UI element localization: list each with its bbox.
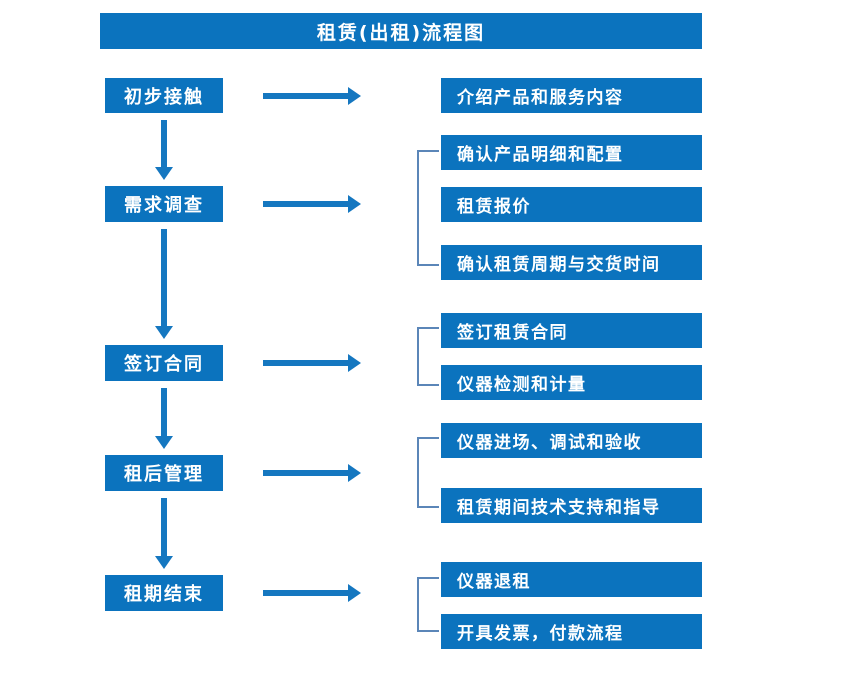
vertical-arrow-4 xyxy=(153,498,175,569)
detail-box-2[interactable]: 确认产品明细和配置 xyxy=(441,135,702,170)
stage-box-1[interactable]: 初步接触 xyxy=(105,78,223,113)
horizontal-arrow-2 xyxy=(263,193,361,215)
stage-box-2[interactable]: 需求调查 xyxy=(105,186,223,222)
diagram-title: 租赁(出租)流程图 xyxy=(100,13,702,49)
vertical-arrow-1 xyxy=(153,120,175,180)
detail-box-1[interactable]: 介绍产品和服务内容 xyxy=(441,78,702,113)
group-bracket-contract xyxy=(417,327,439,386)
horizontal-arrow-5 xyxy=(263,582,361,604)
vertical-arrow-2 xyxy=(153,229,175,339)
group-bracket-termination xyxy=(417,577,439,632)
detail-box-9[interactable]: 仪器退租 xyxy=(441,562,702,597)
horizontal-arrow-3 xyxy=(263,352,361,374)
vertical-arrow-3 xyxy=(153,388,175,449)
group-bracket-management xyxy=(417,437,439,508)
detail-box-3[interactable]: 租赁报价 xyxy=(441,187,702,222)
detail-box-7[interactable]: 仪器进场、调试和验收 xyxy=(441,423,702,458)
stage-box-5[interactable]: 租期结束 xyxy=(105,575,223,611)
horizontal-arrow-1 xyxy=(263,85,361,107)
detail-box-8[interactable]: 租赁期间技术支持和指导 xyxy=(441,488,702,523)
detail-box-6[interactable]: 仪器检测和计量 xyxy=(441,365,702,400)
detail-box-10[interactable]: 开具发票，付款流程 xyxy=(441,614,702,649)
horizontal-arrow-4 xyxy=(263,462,361,484)
group-bracket-requirements xyxy=(417,150,439,266)
detail-box-5[interactable]: 签订租赁合同 xyxy=(441,313,702,348)
stage-box-4[interactable]: 租后管理 xyxy=(105,455,223,491)
stage-box-3[interactable]: 签订合同 xyxy=(105,345,223,381)
detail-box-4[interactable]: 确认租赁周期与交货时间 xyxy=(441,245,702,280)
